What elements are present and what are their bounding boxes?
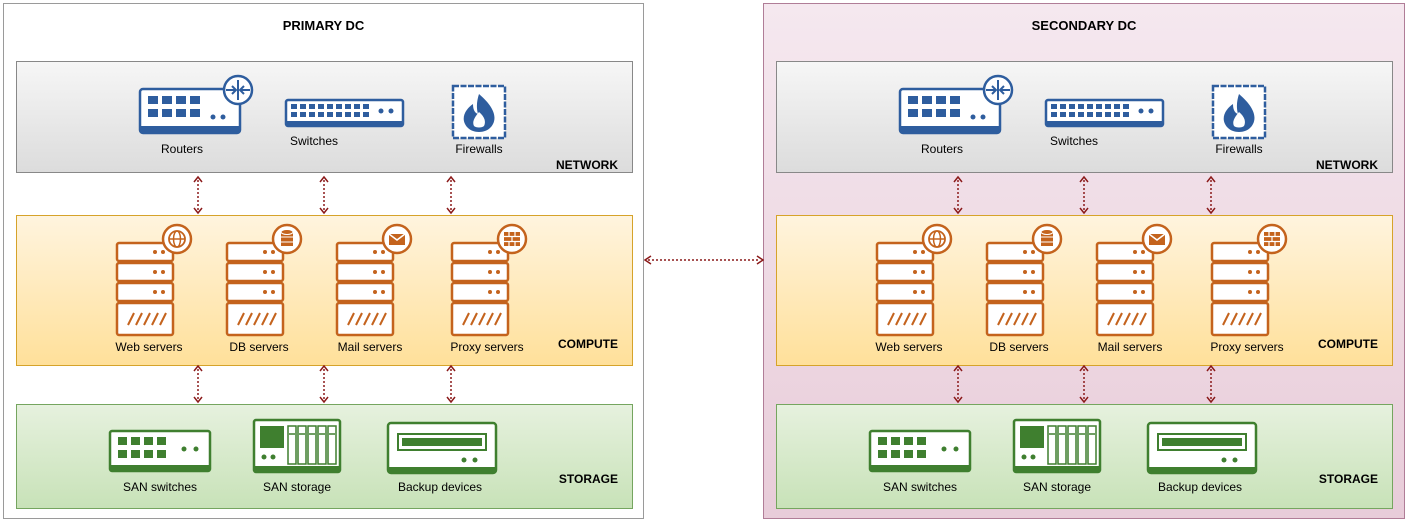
link-web-storage bbox=[193, 364, 203, 404]
san-switch-label: SAN switches bbox=[882, 480, 958, 494]
router-label: Routers bbox=[160, 142, 204, 156]
compute-layer: Web servers DB servers Mail servers Prox… bbox=[776, 215, 1393, 366]
san-storage-label: SAN storage bbox=[1022, 480, 1092, 494]
proxy-server-label: Proxy servers bbox=[450, 340, 524, 354]
link-switch-compute bbox=[1079, 175, 1089, 215]
web-server-label: Web servers bbox=[115, 340, 183, 354]
storage-layer: SAN switches SAN storage Backup devices … bbox=[776, 404, 1393, 509]
link-router-compute bbox=[953, 175, 963, 215]
link-firewall-compute bbox=[1206, 175, 1216, 215]
link-mail-storage bbox=[319, 364, 329, 404]
compute-layer: Web servers DB servers Mail servers Prox… bbox=[16, 215, 633, 366]
proxy-server-label: Proxy servers bbox=[1210, 340, 1284, 354]
firewall-label: Firewalls bbox=[1215, 142, 1263, 156]
storage-layer-label: STORAGE bbox=[558, 472, 618, 486]
mail-server-label: Mail servers bbox=[1097, 340, 1163, 354]
backup-device-label: Backup devices bbox=[1157, 480, 1243, 494]
storage-layer-label: STORAGE bbox=[1318, 472, 1378, 486]
san-switch-label: SAN switches bbox=[122, 480, 198, 494]
db-server-label: DB servers bbox=[989, 340, 1049, 354]
network-layer-label: NETWORK bbox=[556, 158, 618, 172]
link-mail-storage bbox=[1079, 364, 1089, 404]
link-switch-compute bbox=[319, 175, 329, 215]
mail-server-label: Mail servers bbox=[337, 340, 403, 354]
link-firewall-compute bbox=[446, 175, 456, 215]
switch-label: Switches bbox=[289, 134, 339, 148]
inter-dc-link bbox=[644, 255, 764, 265]
backup-device-label: Backup devices bbox=[397, 480, 483, 494]
storage-layer: SAN switches SAN storage Backup devices … bbox=[16, 404, 633, 509]
switch-label: Switches bbox=[1049, 134, 1099, 148]
firewall-label: Firewalls bbox=[455, 142, 503, 156]
router-label: Routers bbox=[920, 142, 964, 156]
web-server-label: Web servers bbox=[875, 340, 943, 354]
network-layer: Routers Switches Firewalls NETWORK bbox=[776, 61, 1393, 173]
network-layer: Routers Switches Firewalls NETWORK bbox=[16, 61, 633, 173]
compute-layer-label: COMPUTE bbox=[1318, 337, 1378, 351]
san-storage-label: SAN storage bbox=[262, 480, 332, 494]
link-router-compute bbox=[193, 175, 203, 215]
db-server-label: DB servers bbox=[229, 340, 289, 354]
compute-layer-label: COMPUTE bbox=[558, 337, 618, 351]
secondary-dc-container: SECONDARY DC Routers Switches Firewalls … bbox=[763, 3, 1405, 519]
network-layer-label: NETWORK bbox=[1316, 158, 1378, 172]
dc-title: SECONDARY DC bbox=[1031, 18, 1137, 33]
link-proxy-storage bbox=[1206, 364, 1216, 404]
link-proxy-storage bbox=[446, 364, 456, 404]
link-web-storage bbox=[953, 364, 963, 404]
primary-dc-container: PRIMARY DC Routers Switches Firewalls NE… bbox=[3, 3, 644, 519]
dc-title: PRIMARY DC bbox=[282, 18, 365, 33]
